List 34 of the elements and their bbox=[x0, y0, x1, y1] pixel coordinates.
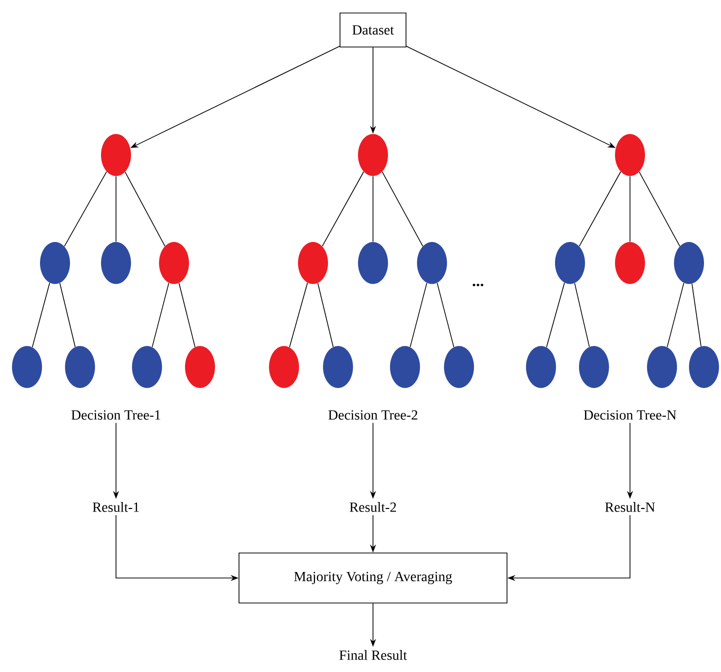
tree-node-circle bbox=[689, 346, 719, 388]
tree-node-circle bbox=[674, 242, 704, 284]
tree-node-circle bbox=[101, 134, 131, 176]
tree-node-circle bbox=[444, 346, 474, 388]
tree-node-circle bbox=[185, 346, 215, 388]
tree-node-circle bbox=[579, 346, 609, 388]
tree-node-circle bbox=[647, 346, 677, 388]
tree-node-circle bbox=[159, 242, 189, 284]
node-text: Result-2 bbox=[350, 502, 396, 512]
node-text: Decision Tree-2 bbox=[328, 410, 418, 420]
tree-node-circle bbox=[390, 346, 420, 388]
node-text: Final Result bbox=[339, 650, 407, 660]
ellipsis-label: ... bbox=[472, 284, 484, 286]
node-text: Decision Tree-N bbox=[584, 410, 676, 420]
tree-node-circle bbox=[132, 346, 162, 388]
tree-node-circle bbox=[358, 242, 388, 284]
node-text: Result-1 bbox=[92, 502, 139, 512]
tree-node-circle bbox=[555, 242, 585, 284]
node-text: Decision Tree-1 bbox=[71, 410, 160, 420]
tree-node-circle bbox=[323, 346, 353, 388]
tree-node-circle bbox=[358, 134, 388, 176]
tree-node-circle bbox=[269, 346, 299, 388]
tree-node-circle bbox=[12, 346, 42, 388]
tree-node-circle bbox=[298, 242, 328, 284]
tree-node-circle bbox=[615, 134, 645, 176]
aggregation-box: Majority Voting / Averaging bbox=[238, 552, 508, 604]
tree-node-circle bbox=[101, 242, 131, 284]
tree-node-circle bbox=[65, 346, 95, 388]
dataset-box: Dataset bbox=[340, 12, 406, 48]
node-text: Result-N bbox=[605, 502, 655, 512]
tree-node-circle bbox=[40, 242, 70, 284]
tree-node-circle bbox=[526, 346, 556, 388]
tree-node-circle bbox=[417, 242, 447, 284]
tree-node-circle bbox=[615, 242, 645, 284]
